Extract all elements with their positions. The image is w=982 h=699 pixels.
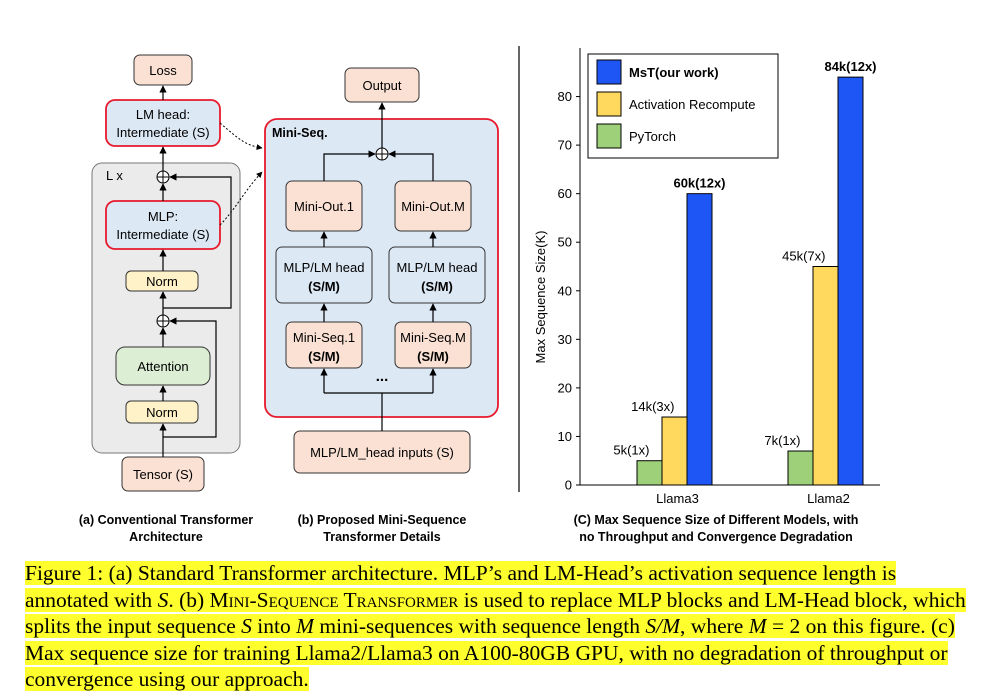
chart-legend-label: MsT(our work) bbox=[629, 65, 719, 80]
caption-symbol-sm: S/M bbox=[645, 614, 681, 638]
mini-head-1-label-line1: MLP/LM head bbox=[284, 260, 365, 275]
chart-data-label: 14k(3x) bbox=[631, 399, 674, 414]
mlp-label-line2: Intermediate (S) bbox=[116, 227, 209, 242]
mini-head-m-label-line1: MLP/LM head bbox=[397, 260, 478, 275]
chart-bar bbox=[837, 76, 864, 486]
chart-caption-line2: no Throughput and Convergence Degradatio… bbox=[579, 530, 853, 544]
lm-head-zoom-connector bbox=[219, 122, 263, 151]
chart-bar bbox=[636, 460, 663, 486]
chart-y-tick-label: 60 bbox=[558, 186, 572, 201]
mini-out-m-label: Mini-Out.M bbox=[401, 199, 465, 214]
tensor-label: Tensor (S) bbox=[133, 467, 193, 482]
attention-label: Attention bbox=[137, 359, 188, 374]
loss-label: Loss bbox=[149, 63, 177, 78]
panel-b-caption-line1: (b) Proposed Mini-Sequence bbox=[298, 513, 467, 527]
lm-head-label-line2: Intermediate (S) bbox=[116, 125, 209, 140]
mini-head-1-box bbox=[275, 246, 373, 304]
panel-b-mini-sequence-transformer: Output Mini-Seq. Mini-Out.1 Mini-Out.M M… bbox=[264, 67, 499, 544]
chart-axes: 0 10 20 30 40 50 60 70 80 bbox=[558, 48, 880, 493]
figure-caption: Figure 1: (a) Standard Transformer archi… bbox=[25, 560, 970, 693]
panel-a-conventional-transformer: L x Loss LM head: Intermediate (S) MLP: … bbox=[79, 54, 263, 544]
chart-data-label: 7k(1x) bbox=[764, 433, 800, 448]
chart-y-tick-label: 70 bbox=[558, 138, 572, 153]
caption-method-name: Mini-Sequence Transformer bbox=[209, 587, 459, 612]
caption-part-5: mini-sequences with sequence length bbox=[314, 614, 646, 638]
chart-bar bbox=[787, 450, 814, 486]
caption-symbol-m2: M bbox=[748, 614, 767, 638]
chart-caption-line1: (C) Max Sequence Size of Different Model… bbox=[574, 513, 859, 527]
chart-y-tick-label: 80 bbox=[558, 89, 572, 104]
chart-data-label: 60k(12x) bbox=[673, 176, 725, 191]
output-box bbox=[344, 67, 420, 103]
chart-x-tick-label: Llama2 bbox=[807, 491, 850, 506]
chart-data-label: 5k(1x) bbox=[613, 443, 649, 458]
figure-canvas: L x Loss LM head: Intermediate (S) MLP: … bbox=[79, 46, 880, 544]
chart-legend-swatch bbox=[596, 123, 622, 149]
caption-part-4: into bbox=[251, 614, 297, 638]
caption-symbol-m1: M bbox=[296, 614, 315, 638]
mini-seq-1-label-line2: (S/M) bbox=[308, 349, 340, 364]
chart-y-tick-label: 50 bbox=[558, 235, 572, 250]
chart-bar bbox=[812, 266, 839, 486]
chart-bar bbox=[661, 416, 688, 486]
panel-a-caption-line2: Architecture bbox=[129, 530, 203, 544]
mini-head-m-box bbox=[388, 246, 486, 304]
chart-bars: 5k(1x) 14k(3x) 60k(12x) Llama3 7k(1x) 45k(7x)… bbox=[613, 59, 876, 506]
mini-out-1-label: Mini-Out.1 bbox=[294, 199, 354, 214]
caption-part-2: . (b) bbox=[168, 587, 210, 612]
mini-inputs-label: MLP/LM_head inputs (S) bbox=[310, 445, 454, 460]
mini-seq-ellipsis: ... bbox=[376, 368, 389, 385]
chart-data-label: 45k(7x) bbox=[782, 249, 825, 264]
chart-data-label: 84k(12x) bbox=[824, 59, 876, 74]
mini-head-m-label-line2: (S/M) bbox=[421, 279, 453, 294]
chart-y-tick-label: 0 bbox=[565, 478, 572, 493]
panel-b-caption-line2: Transformer Details bbox=[323, 530, 440, 544]
mini-seq-container-title: Mini-Seq. bbox=[272, 126, 328, 140]
panel-a-caption-line1: (a) Conventional Transformer bbox=[79, 513, 253, 527]
norm-bottom-box bbox=[125, 400, 199, 424]
layer-repeat-label: L x bbox=[106, 168, 123, 183]
chart-y-tick-label: 40 bbox=[558, 283, 572, 298]
output-label: Output bbox=[362, 78, 401, 93]
caption-part-6: , where bbox=[680, 614, 749, 638]
norm-top-label: Norm bbox=[146, 274, 178, 289]
norm-bottom-label: Norm bbox=[146, 405, 178, 420]
panel-c-chart: 0 10 20 30 40 50 60 70 80 5k(1x) 14k(3x) 60k(12x) L… bbox=[533, 48, 880, 544]
caption-symbol-s1: S bbox=[157, 587, 169, 612]
loss-box bbox=[133, 54, 193, 86]
chart-legend-label: PyTorch bbox=[629, 129, 676, 144]
chart-legend-swatch bbox=[596, 91, 622, 117]
chart-bar bbox=[686, 193, 713, 486]
mini-seq-m-label-line1: Mini-Seq.M bbox=[400, 330, 466, 345]
mini-seq-1-label-line1: Mini-Seq.1 bbox=[293, 330, 355, 345]
lm-head-label-line1: LM head: bbox=[136, 107, 190, 122]
chart-legend-swatch bbox=[596, 59, 622, 85]
chart-y-axis-label: Max Sequence Size(K) bbox=[533, 231, 548, 364]
mlp-zoom-connector bbox=[219, 171, 263, 226]
chart-y-tick-label: 30 bbox=[558, 332, 572, 347]
chart-y-tick-label: 10 bbox=[558, 429, 572, 444]
mlp-label-line1: MLP: bbox=[148, 209, 178, 224]
caption-symbol-s2: S bbox=[241, 614, 252, 638]
chart-x-tick-label: Llama3 bbox=[656, 491, 699, 506]
norm-top-box bbox=[125, 270, 199, 292]
mini-head-1-label-line2: (S/M) bbox=[308, 279, 340, 294]
chart-y-tick-label: 20 bbox=[558, 380, 572, 395]
mini-seq-m-label-line2: (S/M) bbox=[417, 349, 449, 364]
chart-legend-label: Activation Recompute bbox=[629, 97, 755, 112]
